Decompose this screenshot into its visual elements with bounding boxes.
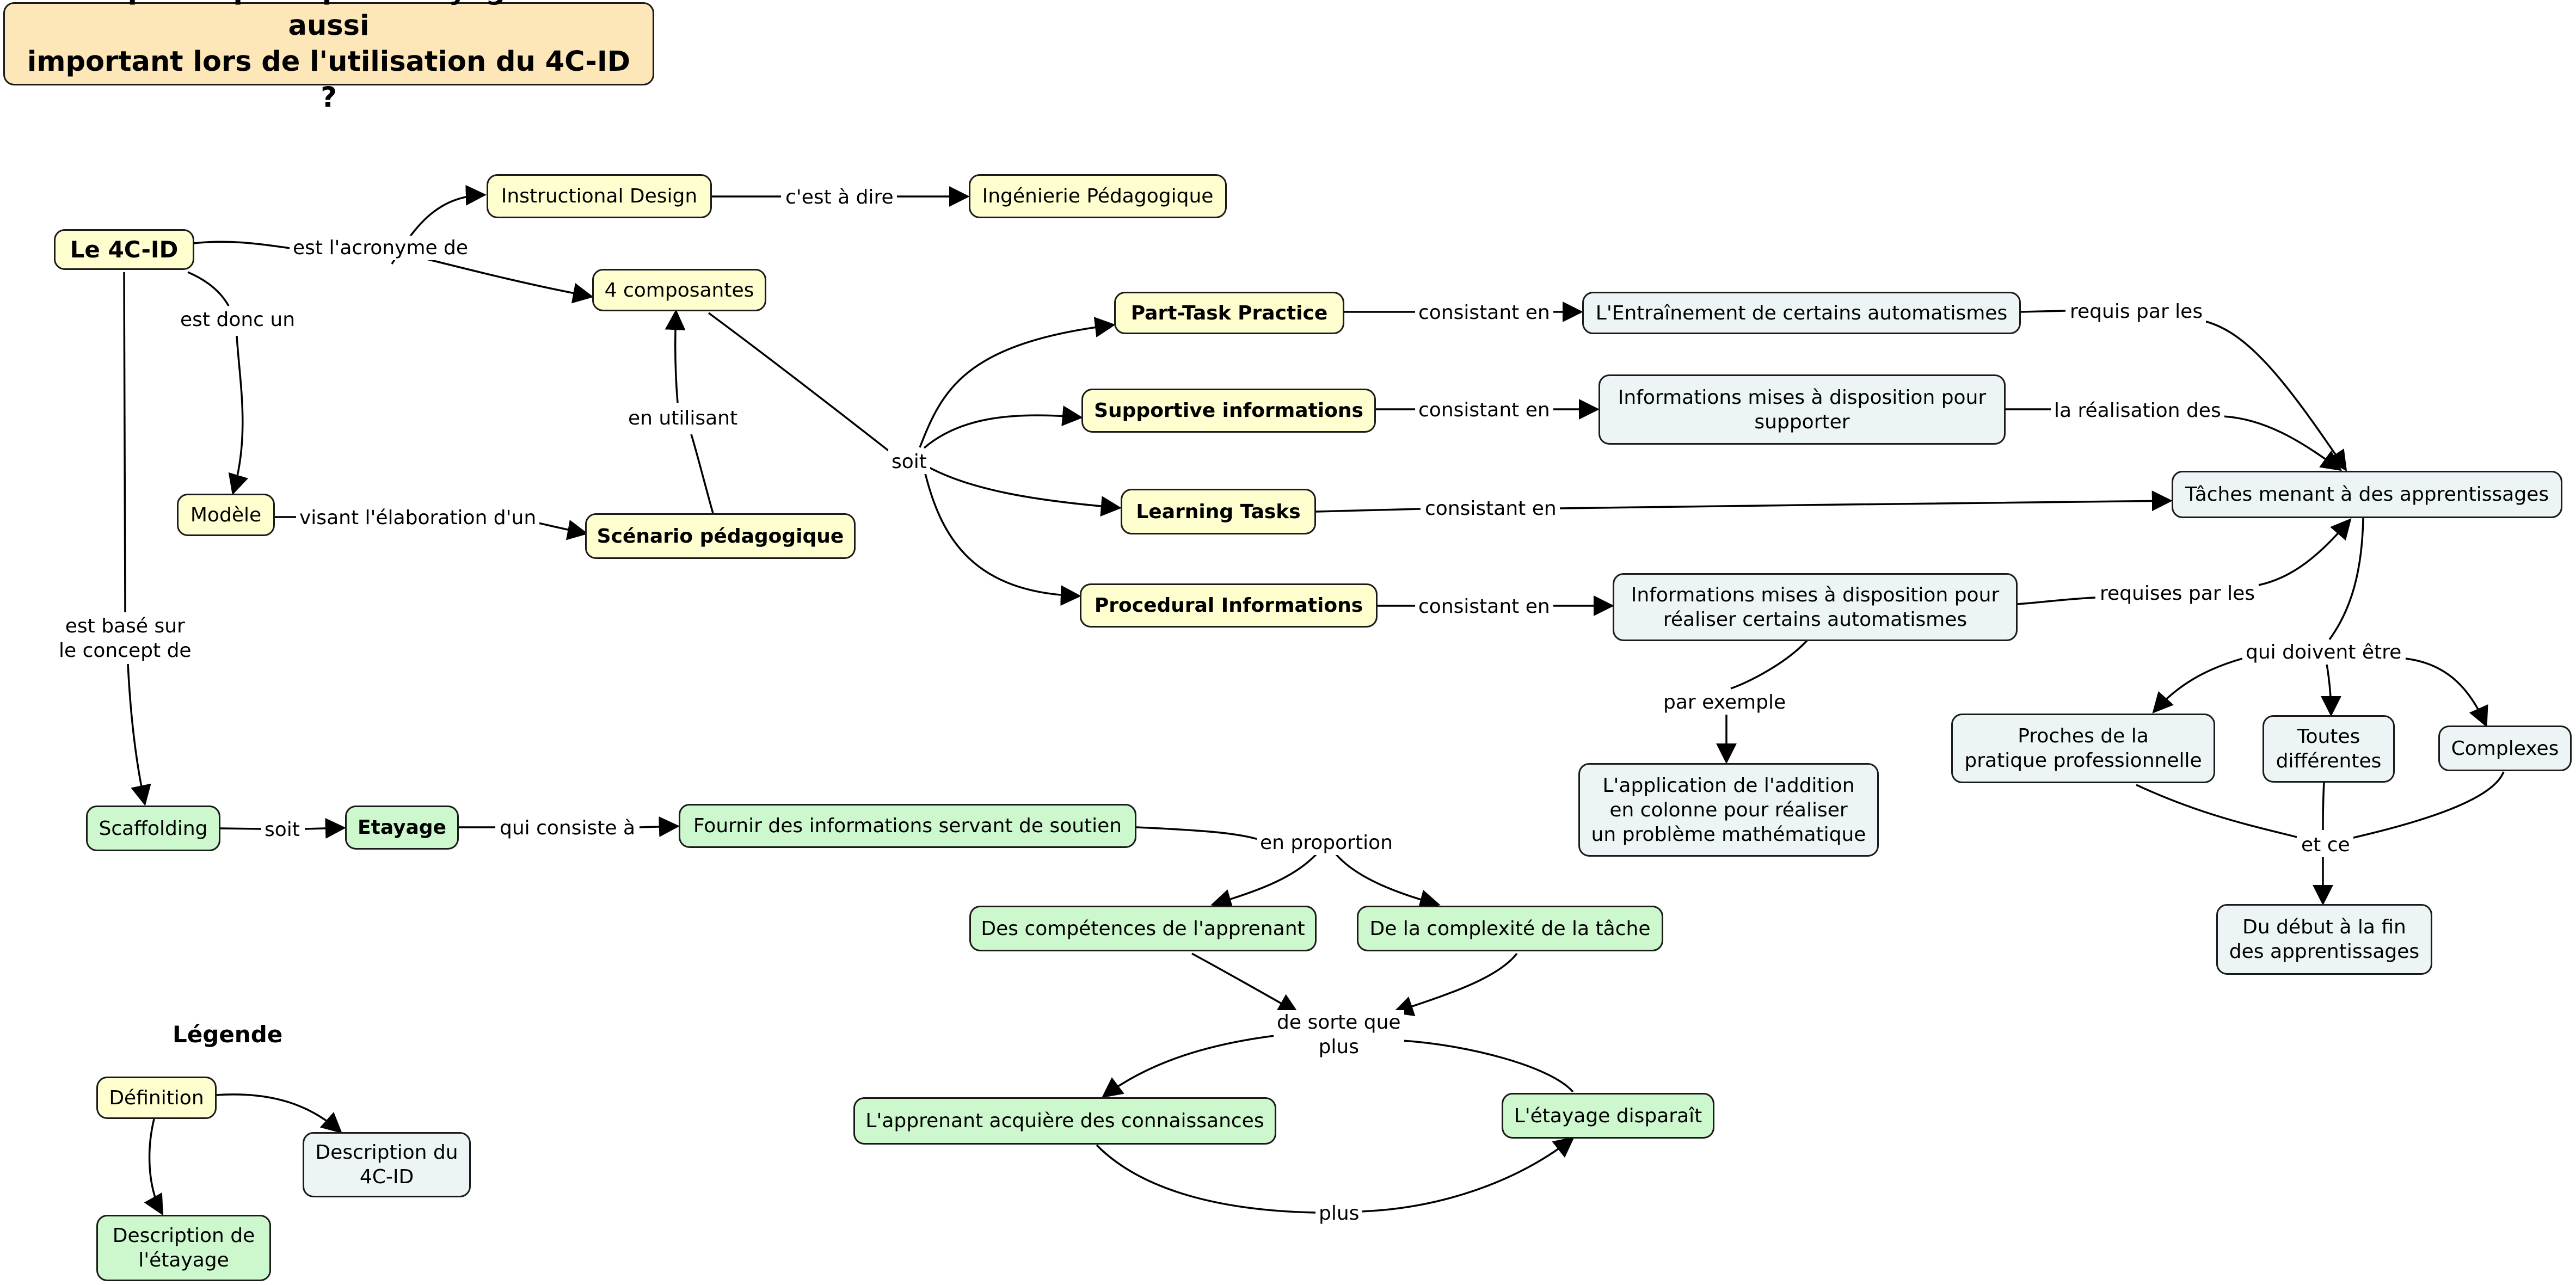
page-title: Pourquoi le principe d'étayage est-il au… bbox=[3, 0, 654, 114]
node-complexes[interactable]: Complexes bbox=[2438, 725, 2572, 771]
node-application-addition[interactable]: L'application de l'addition en colonne p… bbox=[1578, 763, 1879, 857]
node-le-4c-id[interactable]: Le 4C-ID bbox=[54, 229, 194, 270]
link-label-consistant-2: consistant en bbox=[1415, 398, 1553, 422]
edge-soit-supportive bbox=[923, 405, 1083, 449]
edge-estbase-scaffolding bbox=[127, 663, 151, 806]
node-fournir-informations[interactable]: Fournir des informations servant de sout… bbox=[679, 804, 1136, 848]
edge-inforealiser-parexemple bbox=[1730, 640, 1808, 690]
edge-acronyme-composantes bbox=[424, 257, 594, 304]
edge-plus-disparait bbox=[1360, 1136, 1575, 1213]
edge-taches-quidoivent bbox=[2328, 518, 2364, 641]
link-label-en-utilisant: en utilisant bbox=[625, 406, 741, 431]
edge-requises-taches bbox=[2258, 518, 2352, 586]
edge-4cid-acronyme bbox=[193, 241, 294, 250]
edge-apprenant-plus bbox=[1096, 1144, 1318, 1214]
link-label-consistant-1: consistant en bbox=[1415, 300, 1553, 325]
node-complexite-tache[interactable]: De la complexité de la tâche bbox=[1357, 906, 1663, 951]
legend-description-4c-id: Description du 4C-ID bbox=[303, 1132, 471, 1197]
node-toutes-differentes[interactable]: Toutes différentes bbox=[2263, 715, 2395, 783]
link-label-requises-par-les: requises par les bbox=[2097, 581, 2258, 606]
edge-soit-etayage bbox=[304, 817, 346, 839]
edge-quidoivent-toutes bbox=[2320, 663, 2341, 717]
edge-proportion-competences bbox=[1210, 853, 1317, 909]
edge-4cid-estdonc bbox=[187, 271, 230, 306]
edge-utilisant-composantes bbox=[665, 309, 686, 403]
node-entrainement[interactable]: L'Entraînement de certains automatismes bbox=[1582, 292, 2021, 334]
node-learning-tasks[interactable]: Learning Tasks bbox=[1121, 489, 1316, 534]
link-label-la-realisation-des: la réalisation des bbox=[2051, 398, 2224, 423]
node-modele[interactable]: Modèle bbox=[177, 494, 275, 536]
link-label-cest-a-dire: c'est à dire bbox=[782, 185, 897, 210]
node-supportive-informations[interactable]: Supportive informations bbox=[1081, 389, 1376, 433]
edge-quidoivent-proches bbox=[2152, 657, 2243, 714]
node-scenario-pedagogique[interactable]: Scénario pédagogique bbox=[585, 513, 856, 559]
edge-consiste-fournir bbox=[639, 816, 680, 837]
node-proches-pratique[interactable]: Proches de la pratique professionnelle bbox=[1951, 714, 2215, 783]
link-label-par-exemple: par exemple bbox=[1660, 690, 1790, 715]
edge-proportion-complexite bbox=[1335, 853, 1441, 910]
edge-definition-descetayage bbox=[144, 1118, 163, 1216]
node-4-composantes[interactable]: 4 composantes bbox=[592, 269, 766, 311]
node-taches-apprentissages[interactable]: Tâches menant à des apprentissages bbox=[2172, 471, 2562, 518]
edge-scaffolding-soit bbox=[220, 827, 262, 830]
node-ingenierie-pedagogique[interactable]: Ingénierie Pédagogique bbox=[969, 174, 1227, 218]
edge-soit-learning bbox=[925, 464, 1122, 517]
edge-quidoivent-complexes bbox=[2405, 657, 2488, 728]
node-scaffolding[interactable]: Scaffolding bbox=[86, 806, 220, 851]
edge-definition-desc4cid bbox=[215, 1093, 342, 1134]
edge-desorte-disparait bbox=[1402, 1040, 1574, 1093]
edge-competences-desorte bbox=[1191, 952, 1299, 1013]
link-label-plus: plus bbox=[1315, 1201, 1363, 1226]
link-label-est-donc-un: est donc un bbox=[177, 308, 299, 332]
edge-complexite-desorte bbox=[1392, 952, 1518, 1016]
edge-complexes-etce bbox=[2351, 771, 2505, 839]
edge-fournir-proportion bbox=[1136, 826, 1263, 842]
edge-proches-etce bbox=[2136, 784, 2297, 838]
edge-realisation-taches bbox=[2223, 415, 2343, 471]
edge-inforealiser-requises bbox=[2017, 597, 2096, 605]
edge-learning-consistant bbox=[1315, 508, 1421, 513]
node-etayage[interactable]: Etayage bbox=[345, 806, 459, 850]
link-label-est-base-sur: est basé sur le concept de bbox=[56, 614, 195, 663]
link-label-qui-doivent-etre: qui doivent être bbox=[2242, 640, 2405, 665]
link-label-soit-2: soit bbox=[261, 817, 303, 842]
edge-estdonc-modele bbox=[228, 335, 249, 495]
link-label-consistant-3: consistant en bbox=[1422, 496, 1560, 521]
link-label-de-sorte-que: de sorte que plus bbox=[1274, 1010, 1404, 1059]
link-label-en-proportion: en proportion bbox=[1257, 831, 1396, 855]
node-info-realiser[interactable]: Informations mises à disposition pour ré… bbox=[1613, 573, 2018, 641]
node-instructional-design[interactable]: Instructional Design bbox=[487, 174, 712, 218]
link-label-requis-par-les: requis par les bbox=[2067, 299, 2206, 324]
node-procedural-informations[interactable]: Procedural Informations bbox=[1080, 583, 1378, 628]
legend-description-etayage: Description de l'étayage bbox=[96, 1215, 271, 1281]
link-label-soit: soit bbox=[888, 450, 930, 474]
node-debut-fin[interactable]: Du début à la fin des apprentissages bbox=[2216, 904, 2432, 975]
edge-4cid-estbase bbox=[123, 272, 126, 613]
node-etayage-disparait[interactable]: L'étayage disparaît bbox=[1502, 1093, 1714, 1139]
edge-composantes-soit bbox=[708, 312, 891, 453]
legend-title: Légende bbox=[173, 1021, 283, 1048]
node-competences-apprenant[interactable]: Des compétences de l'apprenant bbox=[969, 906, 1317, 951]
edge-desorte-apprenant bbox=[1101, 1034, 1280, 1098]
legend-definition: Définition bbox=[96, 1077, 217, 1119]
node-part-task-practice[interactable]: Part-Task Practice bbox=[1114, 292, 1344, 334]
edge-visant-scenario bbox=[536, 520, 588, 540]
link-label-visant: visant l'élaboration d'un bbox=[296, 506, 540, 530]
edge-consistant-taches bbox=[1559, 490, 2173, 512]
node-info-supporter[interactable]: Informations mises à disposition pour su… bbox=[1599, 374, 2006, 445]
node-apprenant-acquiere[interactable]: L'apprenant acquière des connaissances bbox=[853, 1097, 1276, 1145]
edge-toutes-etce bbox=[2322, 782, 2325, 831]
link-label-qui-consiste: qui consiste à bbox=[496, 816, 639, 840]
link-label-acronyme: est l'acronyme de bbox=[290, 236, 472, 260]
edge-entrainement-requis bbox=[2020, 310, 2066, 313]
edge-soit-procedural bbox=[924, 473, 1081, 606]
link-label-et-ce: et ce bbox=[2298, 833, 2353, 857]
edge-scenario-utilisant bbox=[690, 434, 714, 514]
link-label-consistant-4: consistant en bbox=[1415, 594, 1553, 619]
edge-requis-taches bbox=[2204, 320, 2347, 472]
edge-soit-parttask bbox=[919, 317, 1116, 448]
